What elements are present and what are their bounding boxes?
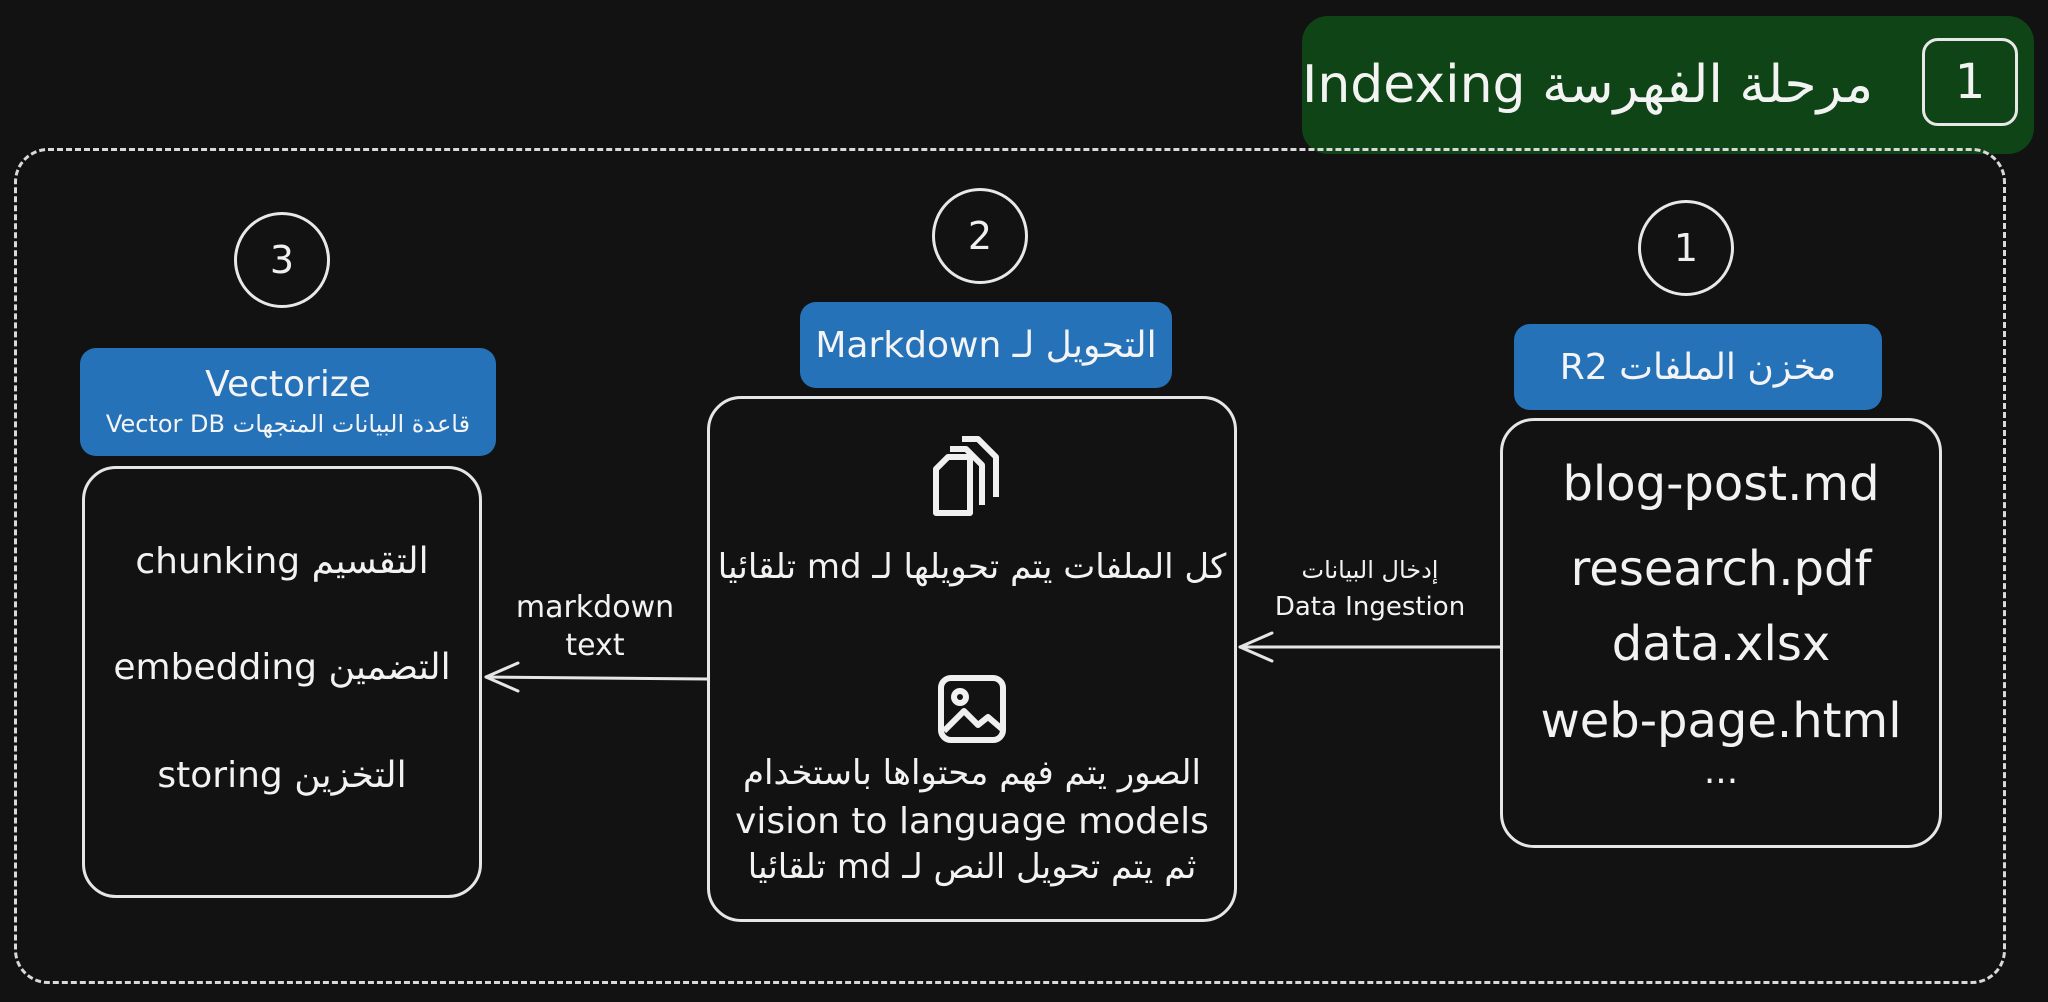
- image-text-line-2: vision to language models: [735, 801, 1209, 842]
- markdown-arrow: [484, 675, 709, 681]
- vectorize-item: التخزين storing: [157, 755, 407, 796]
- step-1-label: مخزن الملفات R2: [1514, 324, 1882, 410]
- step-3-label-subtitle: قاعدة البيانات المتجهات Vector DB: [105, 410, 471, 438]
- vectorize-panel: التقسيم chunking التضمين embedding التخز…: [82, 466, 482, 898]
- markdown-label-2: text: [565, 628, 625, 663]
- files-panel: blog-post.md research.pdf data.xlsx web-…: [1500, 418, 1942, 848]
- step-2-circle: 2: [932, 188, 1028, 284]
- image-icon: [938, 675, 1006, 743]
- documents-icon: [933, 436, 999, 516]
- file-item: blog-post.md: [1562, 456, 1880, 512]
- step-3-label: Vectorize قاعدة البيانات المتجهات Vector…: [80, 348, 496, 456]
- vectorize-item: التقسيم chunking: [135, 541, 429, 582]
- phase-title: مرحلة الفهرسة Indexing: [1302, 55, 1874, 115]
- markdown-arrowhead: [484, 661, 520, 693]
- file-item: data.xlsx: [1611, 616, 1831, 672]
- step-2-label: التحويل لـ Markdown: [800, 302, 1172, 388]
- ingestion-label-ar: إدخال البيانات: [1301, 556, 1439, 584]
- step-3-circle: 3: [234, 212, 330, 308]
- file-item: research.pdf: [1570, 541, 1872, 597]
- ingestion-label-en: Data Ingestion: [1274, 592, 1466, 622]
- file-item: web-page.html: [1540, 693, 1902, 749]
- phase-banner: مرحلة الفهرسة Indexing: [1302, 16, 2034, 154]
- ingestion-arrowhead: [1238, 631, 1274, 663]
- image-text-line-3: ثم يتم تحويل النص لـ md تلقائيا: [747, 847, 1197, 887]
- convert-panel: كل الملفات يتم تحويلها لـ md تلقائيا الص…: [707, 396, 1237, 922]
- phase-number: 1: [1922, 38, 2018, 126]
- docs-conversion-text: كل الملفات يتم تحويلها لـ md تلقائيا: [717, 547, 1227, 587]
- markdown-label-1: markdown: [515, 590, 675, 625]
- vectorize-item: التضمين embedding: [113, 647, 451, 688]
- image-text-line-1: الصور يتم فهم محتواها باستخدام: [743, 753, 1201, 793]
- file-item-more: ...: [1703, 751, 1739, 792]
- step-3-label-title: Vectorize: [205, 364, 371, 405]
- indexing-region: [14, 148, 2006, 984]
- step-1-circle: 1: [1638, 200, 1734, 296]
